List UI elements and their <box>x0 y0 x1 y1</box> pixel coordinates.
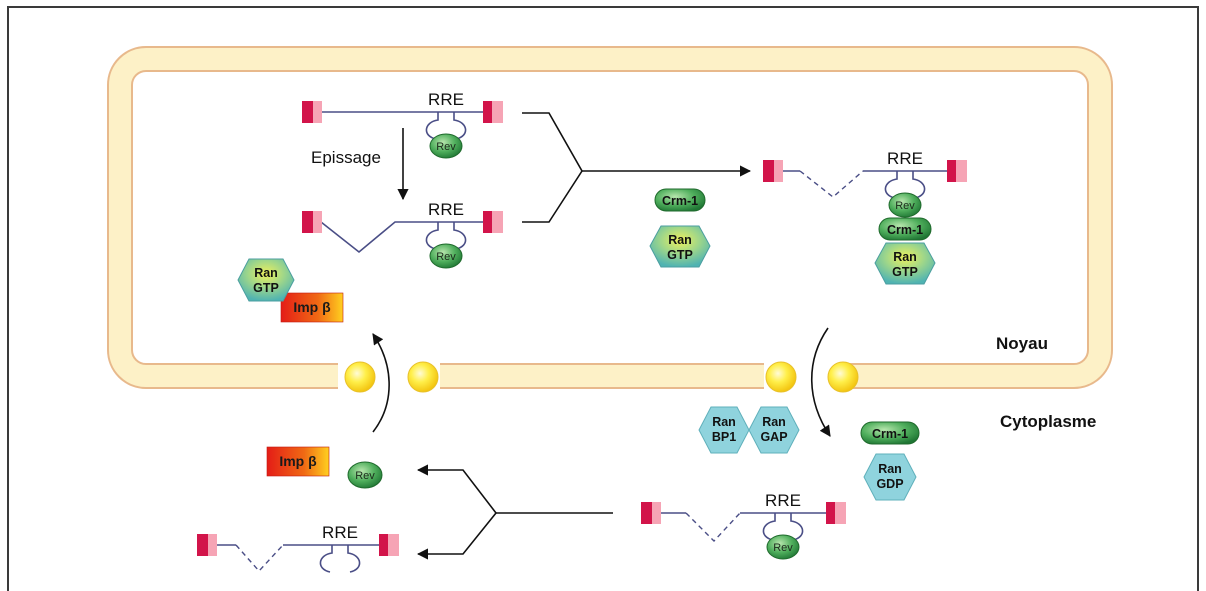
rre-loop <box>319 545 361 573</box>
ran-label: Ran <box>254 266 278 280</box>
gap-label: GAP <box>760 430 787 444</box>
rev-protein: Rev <box>429 243 463 269</box>
nuclear-pore <box>344 361 376 393</box>
exon-left <box>763 160 783 182</box>
rre-label: RRE <box>428 200 464 219</box>
nuclear-pore <box>765 361 797 393</box>
ran-gap-protein: Ran GAP <box>748 406 800 454</box>
crm1-protein: Crm-1 <box>654 188 706 212</box>
exon-right <box>483 211 503 233</box>
exon-left <box>302 211 322 233</box>
ran-label: Ran <box>712 415 736 429</box>
unspliced-rna: RRE Rev <box>302 90 503 159</box>
ran-label: Ran <box>878 462 902 476</box>
rev-label: Rev <box>436 251 456 263</box>
nuclear-pore <box>827 361 859 393</box>
rre-loop <box>762 513 804 541</box>
rre-label: RRE <box>428 90 464 109</box>
figure-frame <box>7 6 1199 591</box>
cytoplasmic-rna-with-rev: RRE Rev <box>641 491 846 560</box>
ran-bp1-protein: Ran BP1 <box>698 406 750 454</box>
rre-label: RRE <box>322 523 358 542</box>
exon-right <box>483 101 503 123</box>
exon-right <box>947 160 967 182</box>
rev-protein: Rev <box>766 534 800 560</box>
rev-label: Rev <box>895 200 915 212</box>
cytoplasm-label: Cytoplasme <box>1000 412 1096 431</box>
ran-label: Ran <box>668 233 692 247</box>
ran-gdp-protein: Ran GDP <box>863 453 917 501</box>
rre-label: RRE <box>887 149 923 168</box>
ran-gtp-protein: Ran GTP <box>649 225 711 268</box>
export-arrow <box>810 327 831 437</box>
free-rna: RRE <box>197 523 399 573</box>
ran-label: Ran <box>893 250 917 264</box>
exon-left <box>302 101 322 123</box>
dissociation-fork-upper <box>416 464 497 514</box>
imp-label: Imp β <box>293 299 331 315</box>
rre-label: RRE <box>765 491 801 510</box>
splicing-label: Epissage <box>311 148 381 167</box>
rev-label: Rev <box>355 470 375 482</box>
crm1-label: Crm-1 <box>662 194 698 208</box>
exon-right <box>379 534 399 556</box>
exon-left <box>197 534 217 556</box>
exon-right <box>826 502 846 524</box>
rev-protein: Rev <box>347 461 383 489</box>
export-complex-rna: RRE Rev Crm-1 Ran GTP <box>763 149 967 285</box>
bp1-label: BP1 <box>712 430 736 444</box>
gtp-label: GTP <box>892 265 918 279</box>
rev-protein: Rev <box>429 133 463 159</box>
nuclear-membrane <box>107 46 1113 389</box>
nucleus-label: Noyau <box>996 334 1048 353</box>
merge-bracket <box>522 112 583 223</box>
rev-protein: Rev <box>888 192 922 218</box>
importin-beta-protein: Imp β <box>266 446 330 477</box>
gdp-label: GDP <box>876 477 903 491</box>
rev-label: Rev <box>436 141 456 153</box>
nuclear-membrane-fill <box>109 48 1111 387</box>
imp-label: Imp β <box>279 453 317 469</box>
import-arrow <box>372 333 390 433</box>
crm1-protein: Crm-1 <box>860 421 920 445</box>
ran-label: Ran <box>762 415 786 429</box>
gtp-label: GTP <box>253 281 279 295</box>
nuclear-pore <box>407 361 439 393</box>
spliced-rna: RRE Rev <box>302 200 503 269</box>
rre-loop <box>425 112 467 140</box>
nuclear-pores <box>338 361 859 393</box>
gtp-label: GTP <box>667 248 693 262</box>
crm1-label: Crm-1 <box>872 427 908 441</box>
importin-beta-protein: Imp β <box>280 292 344 323</box>
ran-gtp-protein: Ran GTP <box>874 242 936 285</box>
exon-left <box>641 502 661 524</box>
crm1-label: Crm-1 <box>887 223 923 237</box>
rev-label: Rev <box>773 542 793 554</box>
crm1-protein: Crm-1 <box>878 217 932 241</box>
ran-gtp-protein: Ran GTP <box>237 258 295 302</box>
rre-loop <box>425 222 467 250</box>
rre-loop <box>884 171 926 199</box>
dissociation-fork-lower <box>416 512 497 560</box>
